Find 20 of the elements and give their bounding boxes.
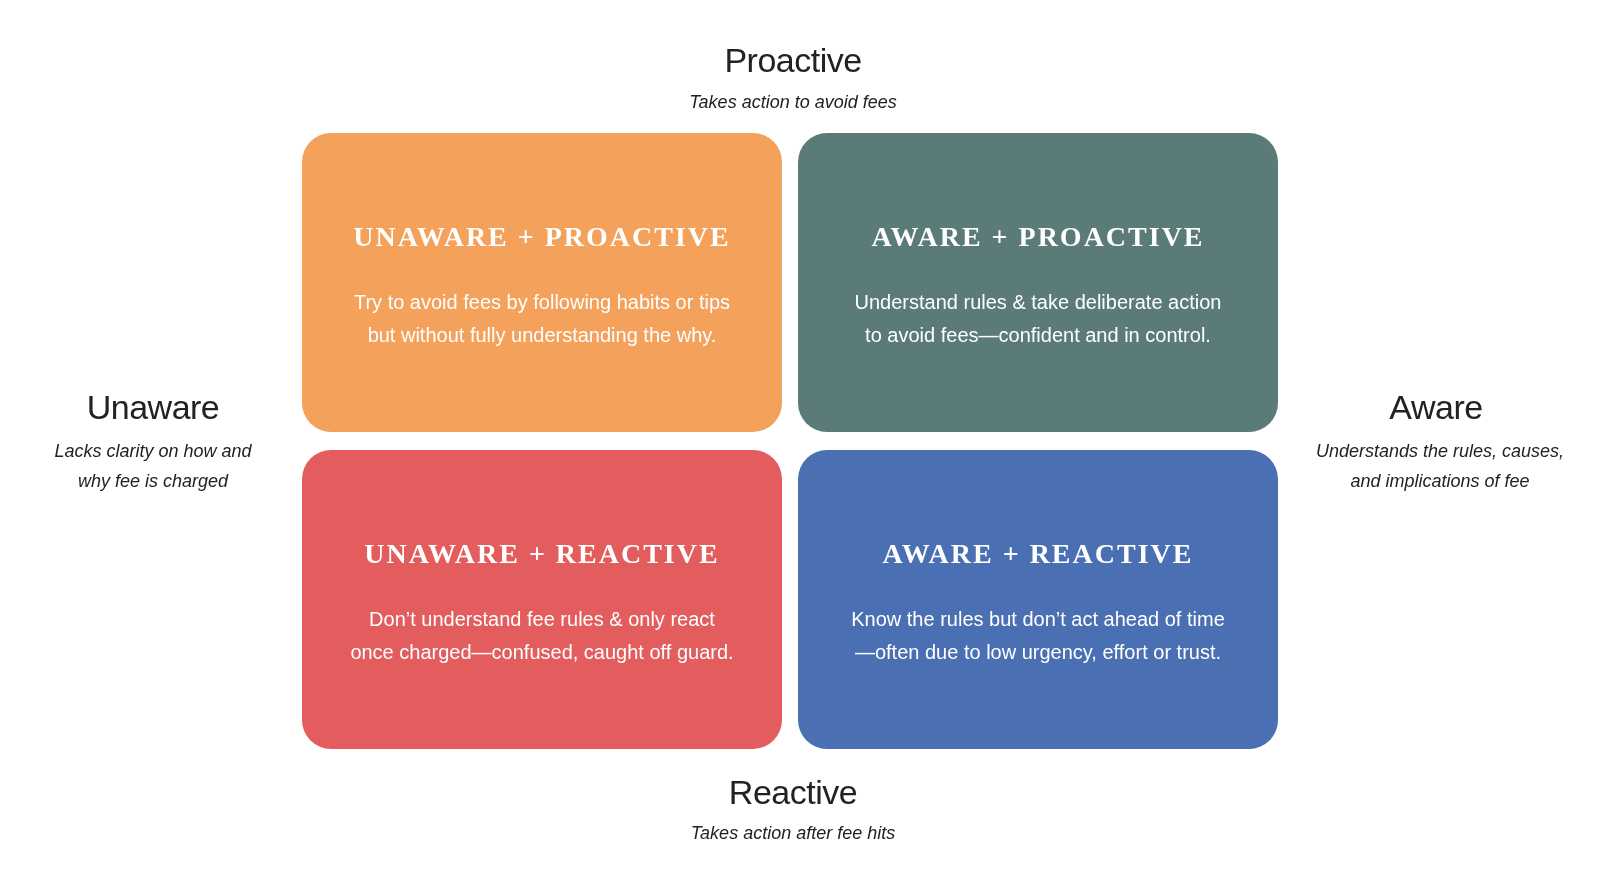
quadrant-description: Know the rules but don’t act ahead of time —often due to low urgency, effort or trust. [850, 607, 1226, 665]
quadrant-box [302, 450, 782, 749]
axis-label: Unaware [85, 387, 221, 427]
axis-description: Takes action after fee hits [689, 822, 897, 845]
axis-description: Takes action to avoid fees [688, 91, 898, 114]
axis-label: Proactive [723, 40, 863, 80]
axis-description: Lacks clarity on how and why fee is charged [53, 440, 253, 493]
quadrant-heading: AWARE + REACTIVE [881, 538, 1195, 570]
quadrant-box [798, 450, 1278, 749]
quadrant-description: Try to avoid fees by following habits or tips but without fully understanding the why. [352, 290, 732, 348]
quadrant-box [798, 133, 1278, 432]
quadrant-box [302, 133, 782, 432]
axis-description: Understands the rules, causes, and implications of fee [1314, 440, 1566, 493]
quadrant-description: Don’t understand fee rules & only react once charged—confused, caught off guard. [349, 607, 735, 665]
quadrant-heading: AWARE + PROACTIVE [870, 221, 1206, 253]
axis-label: Reactive [727, 772, 859, 812]
quadrant-heading: UNAWARE + PROACTIVE [352, 221, 732, 253]
quadrant-description: Understand rules & take deliberate action to avoid fees—confident and in control. [853, 290, 1223, 348]
axis-label: Aware [1388, 387, 1484, 427]
quadrant-heading: UNAWARE + REACTIVE [363, 538, 721, 570]
